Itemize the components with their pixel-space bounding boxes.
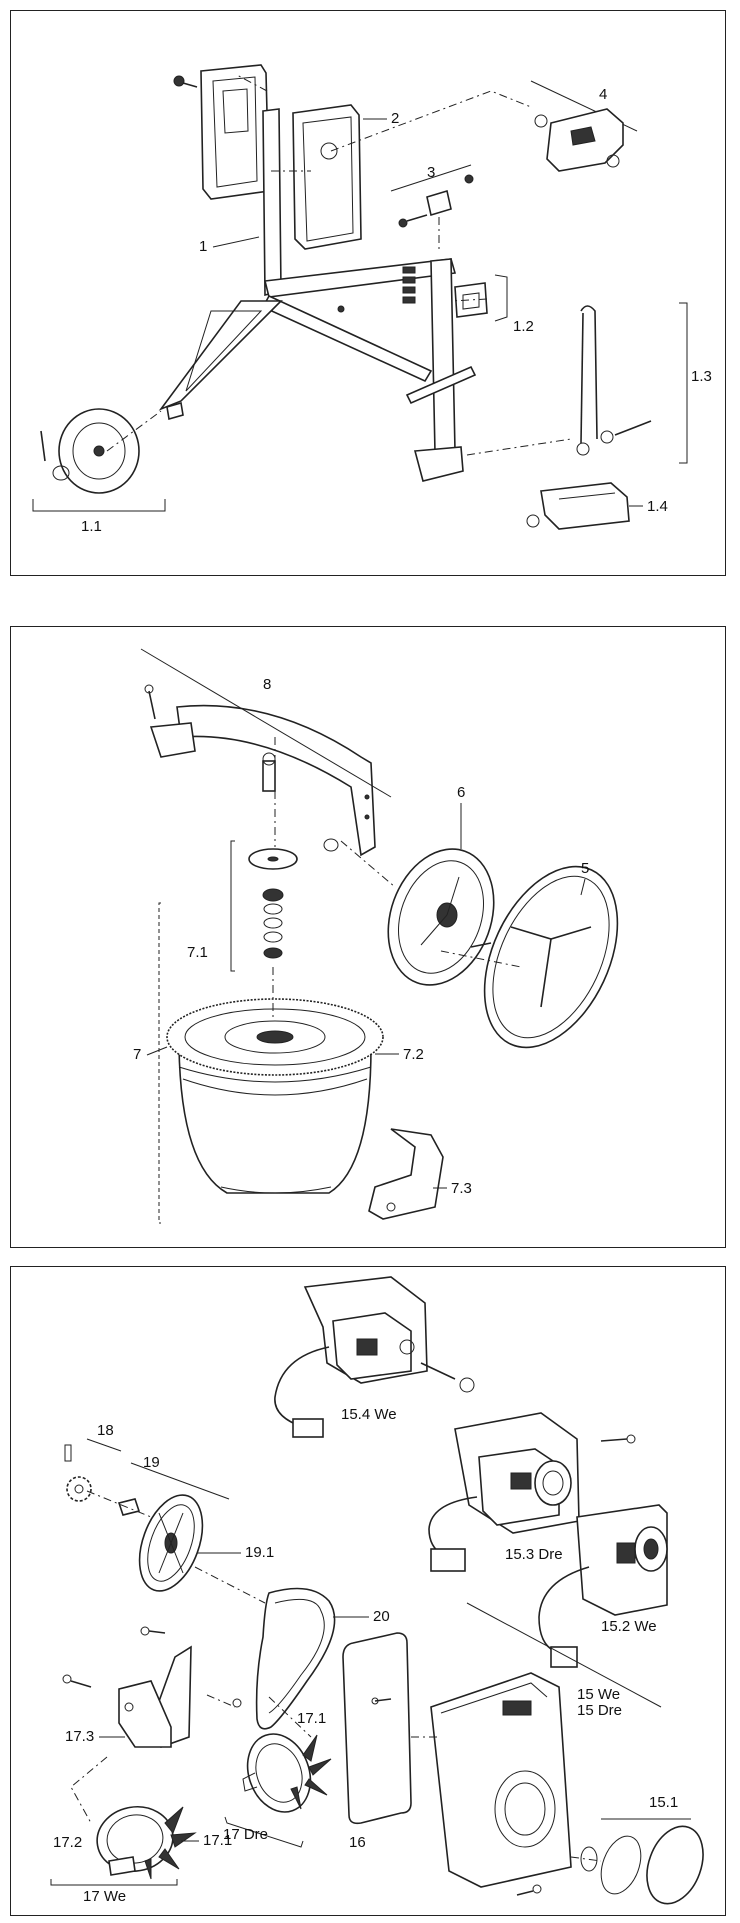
drive-belt [255,1587,336,1730]
plug-box-we [538,1504,668,1668]
label-17-2: 17.2 [53,1834,82,1851]
pulley [130,1462,230,1592]
panel-frame-assembly: 2 3 4 1 1.2 1.3 1.4 1.1 [10,10,726,576]
drum-exploded-diagram: 8 6 5 7.1 7 7.2 7.3 [133,648,619,1224]
frame-exploded-diagram: 2 3 4 1 1.2 1.3 1.4 1.1 [32,64,712,535]
label-7-3: 7.3 [451,1180,472,1197]
latch [530,80,638,172]
label-6: 6 [457,784,465,801]
label-7-2: 7.2 [403,1046,424,1063]
motor-we [50,1806,197,1886]
drum [178,1046,372,1194]
label-19-1: 19.1 [245,1544,274,1561]
handle-plate [200,64,270,200]
label-19: 19 [143,1454,160,1471]
label-15-1: 15.1 [649,1794,678,1811]
label-2: 2 [391,110,399,127]
bracket [368,1128,444,1220]
label-1: 1 [199,238,207,255]
bearing-stack [230,840,298,972]
label-20: 20 [373,1608,390,1625]
bolt-clip [390,164,474,228]
label-15-4-we: 15.4 We [341,1406,397,1423]
panel-drum-assembly: 8 6 5 7.1 7 7.2 7.3 [10,626,726,1248]
handwheel [483,865,619,1049]
label-1-2: 1.2 [513,318,534,335]
label-17-dre: 17 Dre [223,1826,268,1843]
clamp [454,274,508,322]
motor-exploded-diagram: 15.4 We 15.3 Dre 15.2 We 15 We 15 Dre 15… [50,1276,704,1905]
wheel [40,401,184,494]
label-1-1: 1.1 [81,518,102,535]
yoke [140,648,392,857]
label-15-2-we: 15.2 We [601,1618,657,1635]
gasket [342,1632,412,1825]
screw-icon [516,1884,542,1896]
motor-housing [430,1602,662,1888]
motor-dre [224,1733,332,1848]
label-7-1: 7.1 [187,944,208,961]
housing-cover [580,1818,704,1905]
label-15-dre: 15 Dre [577,1702,622,1719]
panel-motor-electrics: 15.4 We 15.3 Dre 15.2 We 15 We 15 Dre 15… [10,1266,726,1916]
label-3: 3 [427,164,435,181]
fan-icon [290,1734,332,1810]
label-8: 8 [263,676,271,693]
foot-bracket [526,482,630,530]
pinion-gear [64,1438,141,1516]
switch-box-we [274,1276,475,1438]
ring-gear [166,998,384,1076]
label-5: 5 [581,860,589,877]
label-15-we: 15 We [577,1686,620,1703]
label-17-3: 17.3 [65,1728,94,1745]
label-1-4: 1.4 [647,498,668,515]
label-17-we: 17 We [83,1888,126,1905]
fan-icon [144,1806,197,1880]
spring-icon [402,266,416,304]
screw-icon [173,75,198,88]
motor-bracket [62,1626,242,1748]
screw-icon [470,942,492,948]
label-1-3: 1.3 [691,368,712,385]
label-4: 4 [599,86,607,103]
label-15-3-dre: 15.3 Dre [505,1546,563,1563]
switch-box-dre [428,1412,636,1572]
spring-bar [576,302,688,464]
cover-plate [292,104,362,250]
label-17-1-we: 17.1 [203,1832,232,1849]
nut-icon [323,838,339,852]
label-7: 7 [133,1046,141,1063]
label-16: 16 [349,1834,366,1851]
label-17-1-dre: 17.1 [297,1710,326,1727]
handwheel-hub [387,848,495,986]
label-18: 18 [97,1422,114,1439]
